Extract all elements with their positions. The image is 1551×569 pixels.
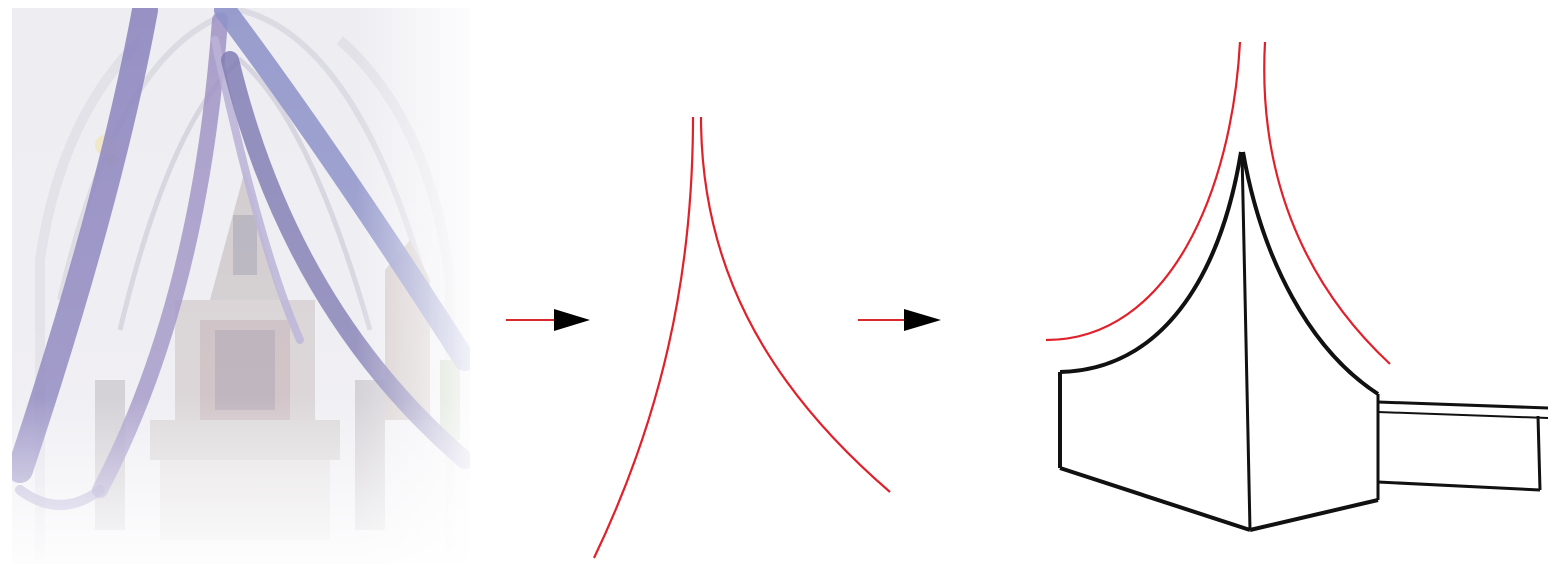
arrow-1-head — [554, 309, 590, 331]
tent-red-curve-left — [1045, 41, 1242, 342]
church-interior-photo — [12, 8, 470, 564]
tent-center-ridge — [1240, 151, 1252, 531]
left-curve — [593, 116, 695, 559]
tent-left-base — [1059, 466, 1251, 532]
tent-right-roof-edge — [1241, 151, 1380, 396]
arrow-2-head — [904, 309, 941, 331]
tent-model — [1045, 41, 1549, 532]
tent-red-curve-right — [1263, 41, 1391, 365]
arrow-2 — [858, 309, 941, 331]
tent-outline — [1058, 151, 1380, 532]
curve-sketch — [593, 116, 891, 559]
right-curve — [699, 116, 891, 493]
tent-right-base — [1249, 498, 1379, 532]
tent-left-roof-edge — [1059, 151, 1243, 374]
arrow-1 — [506, 309, 590, 331]
tent-annex-box — [1377, 400, 1549, 492]
